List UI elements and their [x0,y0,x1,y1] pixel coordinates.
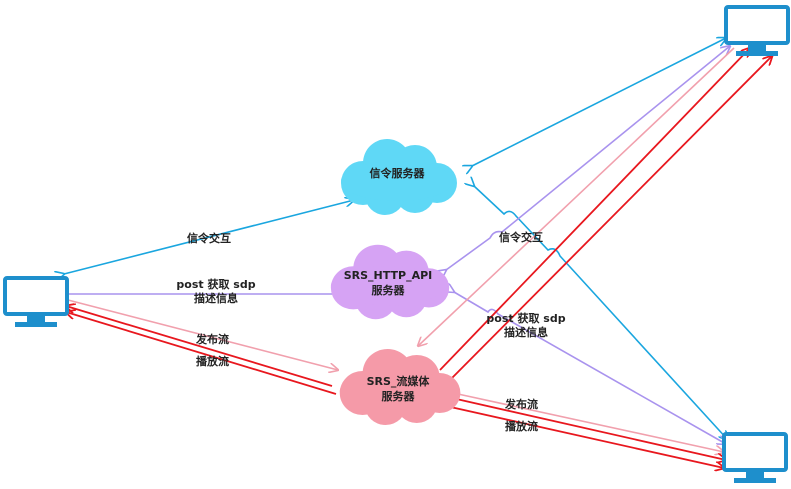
api-connectors [66,46,730,444]
publish-connectors [67,47,735,452]
media-server-label-line1: SRS_流媒体 [366,375,430,388]
api-server-label: SRS_HTTP_API 服务器 [343,268,433,298]
publish-line-top-right [418,47,735,346]
play-line-bottom-right-b [445,405,724,468]
left-post-label-line1: post 获取 sdp [176,278,256,291]
client-bottom-right-monitor-icon [722,432,788,483]
publish-line-bottom-right [457,393,724,452]
api-server-label-line2: 服务器 [371,284,405,297]
right-signal-label: 信令交互 [499,231,543,244]
client-left-monitor-icon [3,276,69,327]
play-line-bottom-right-a [451,397,726,460]
signal-server-label: 信令服务器 [369,167,425,180]
left-post-label: post 获取 sdp 描述信息 [172,278,260,306]
play-line-left-a [66,306,333,387]
media-server-label: SRS_流媒体 服务器 [358,374,438,404]
right-post-label-line1: post 获取 sdp [486,312,566,325]
api-line-top-right [446,46,730,270]
right-post-label-line2: 描述信息 [504,326,548,339]
play-connectors [66,48,772,468]
api-server-label-line1: SRS_HTTP_API [343,269,433,282]
right-publish-label: 发布流 [505,398,538,411]
left-signal-label: 信令交互 [187,232,231,245]
client-top-right-monitor-icon [724,5,790,56]
signal-line-top-right [472,38,726,166]
right-post-label: post 获取 sdp 描述信息 [482,312,570,340]
publish-line-left [67,299,338,370]
play-line-left-b [66,312,337,395]
left-publish-label: 发布流 [196,333,229,346]
media-server-label-line2: 服务器 [381,390,415,403]
left-play-label: 播放流 [196,355,229,368]
right-play-label: 播放流 [505,420,538,433]
api-line-bottom-right [454,292,726,444]
left-post-label-line2: 描述信息 [194,292,238,305]
signal-line-left [64,200,354,274]
play-line-top-right-b [447,56,772,383]
play-line-top-right-a [439,48,750,371]
